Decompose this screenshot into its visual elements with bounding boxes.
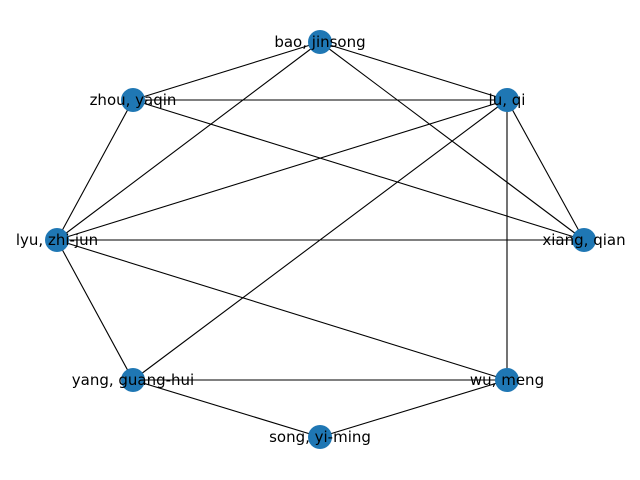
node-bao: [308, 30, 332, 54]
nodes-layer: [45, 30, 596, 449]
node-label-xiang: xiang, qian: [542, 231, 625, 249]
node-lyu: [45, 228, 69, 252]
edges-layer: [56, 41, 585, 438]
edge-wu-song: [319, 379, 508, 438]
edge-lu-xiang: [506, 99, 585, 241]
edge-lyu-wu: [56, 239, 508, 381]
node-label-zhou: zhou, yaqin: [90, 91, 177, 109]
node-label-bao: bao, jinsong: [274, 33, 365, 51]
node-label-lyu: lyu, zhi-jun: [16, 231, 98, 249]
node-label-song: song, yi-ming: [269, 428, 371, 446]
edge-zhou-xiang: [132, 99, 585, 241]
edge-lyu-yang: [56, 239, 134, 381]
node-zhou: [121, 88, 145, 112]
node-label-lu: lu, qi: [489, 91, 526, 109]
node-song: [308, 425, 332, 449]
node-wu: [495, 368, 519, 392]
node-yang: [121, 368, 145, 392]
edge-lu-lyu: [56, 99, 508, 241]
node-xiang: [572, 228, 596, 252]
node-label-yang: yang, guang-hui: [72, 371, 194, 389]
edge-yang-song: [132, 379, 321, 438]
node-label-wu: wu, meng: [470, 371, 544, 389]
edge-bao-lu: [319, 41, 508, 101]
edge-bao-zhou: [132, 41, 321, 101]
node-lu: [495, 88, 519, 112]
edge-bao-lyu: [56, 41, 321, 241]
edge-zhou-lyu: [56, 99, 134, 241]
labels-layer: bao, jinsong lu, qi zhou, yaqin lyu, zhi-ju…: [16, 33, 626, 446]
